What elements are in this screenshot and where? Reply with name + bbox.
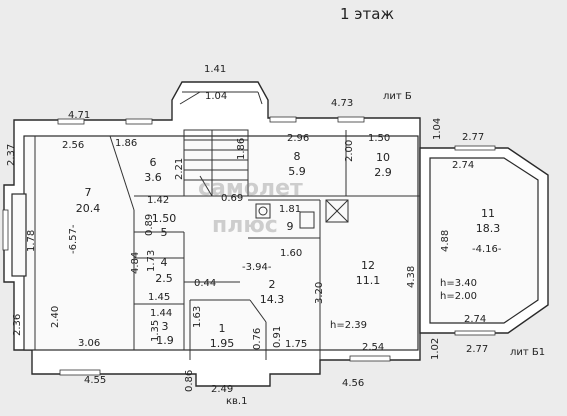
dim: -6.57-: [68, 224, 79, 254]
partitions: [34, 130, 420, 360]
dim: 1.04: [205, 91, 227, 102]
watermark-line1: самолет: [198, 176, 303, 201]
wing-label-b1: лит Б1: [510, 347, 545, 358]
dim: 4.38: [406, 266, 417, 288]
staircase: [183, 129, 249, 197]
window: [454, 145, 496, 151]
room-2-number: 2: [269, 278, 276, 291]
room-7-number: 7: [85, 186, 92, 199]
dim: 1.35: [150, 320, 161, 342]
dim: 1.41: [204, 64, 226, 75]
dim: 2.74: [452, 160, 474, 171]
window: [349, 355, 391, 362]
bathroom-fixtures: [255, 199, 349, 229]
dim: 1.50: [368, 133, 390, 144]
room-7-area: 20.4: [76, 202, 101, 215]
room-5-area: 1.50: [152, 212, 177, 225]
room-11-number: 11: [481, 207, 495, 220]
apartment-label: кв.1: [226, 396, 247, 407]
wing-label-b: лит Б: [383, 91, 412, 102]
dim: 2.00: [344, 140, 355, 162]
dim: 1.44: [150, 308, 172, 319]
ceiling-height-b1-a: h=3.40: [440, 278, 477, 289]
room-12-number: 12: [361, 259, 375, 272]
room-5-number: 5: [161, 226, 168, 239]
room-1-number: 1: [219, 322, 226, 335]
room-12-area: 11.1: [356, 274, 381, 287]
room-10-number: 10: [376, 151, 390, 164]
dim: 0.86: [184, 370, 195, 392]
dim: 1.42: [147, 195, 169, 206]
room-11-area: 18.3: [476, 222, 501, 235]
room-3-number: 3: [162, 320, 169, 333]
room-labels: 7 20.4 6 3.6 1.50 5 4 2.5 3 1.9 2 14.3 1…: [76, 150, 501, 350]
dim: 1.02: [430, 338, 441, 360]
dim: 1.78: [26, 230, 37, 252]
room-4-area: 2.5: [155, 272, 173, 285]
dim: 4.88: [440, 230, 451, 252]
dim: 0.89: [144, 214, 155, 236]
room-9-area: 1.81: [279, 204, 301, 215]
dim: 2.74: [464, 314, 486, 325]
window: [125, 118, 153, 125]
floor-title: 1 этаж: [340, 5, 394, 23]
room-8-number: 8: [294, 150, 301, 163]
dim: 0.69: [221, 193, 243, 204]
dim: 1.45: [148, 292, 170, 303]
dim: 1.04: [432, 118, 443, 140]
dim: 2.77: [466, 344, 488, 355]
window: [337, 116, 365, 123]
watermark-line2: плюс: [212, 213, 278, 238]
dim: 2.21: [174, 158, 185, 180]
window: [57, 118, 85, 125]
left-niche: [11, 193, 27, 277]
dim: 3.20: [314, 282, 325, 304]
dim: 4.55: [84, 375, 106, 386]
room-1-area: 1.95: [210, 337, 235, 350]
dim: 4.73: [331, 98, 353, 109]
dim: 2.96: [287, 133, 309, 144]
dim: 1.86: [236, 138, 247, 160]
ceiling-height-b1-b: h=2.00: [440, 291, 477, 302]
room-10-area: 2.9: [374, 166, 392, 179]
dim: 2.49: [211, 384, 233, 395]
window: [269, 116, 297, 123]
dim: 2.37: [6, 144, 17, 166]
room-8-area: 5.9: [288, 165, 306, 178]
dim: 4.84: [130, 252, 141, 274]
dim: -4.16-: [472, 244, 502, 255]
bay-window-top: [179, 91, 263, 105]
room-2-area: 14.3: [260, 293, 285, 306]
dim: 1.63: [192, 306, 203, 328]
ceiling-height-main: h=2.39: [330, 320, 367, 331]
room-6-number: 6: [150, 156, 157, 169]
window: [59, 369, 101, 376]
window: [454, 330, 496, 336]
dim: 2.77: [462, 132, 484, 143]
dim: 0.91: [272, 326, 283, 348]
main-floor: [23, 135, 419, 351]
dim: 2.56: [62, 140, 84, 151]
window: [2, 209, 9, 251]
room-3-area: 1.9: [156, 334, 174, 347]
room-4-number: 4: [161, 256, 168, 269]
dim: 1.86: [115, 138, 137, 149]
dim: -3.94-: [242, 262, 272, 273]
dim: 3.06: [78, 338, 100, 349]
dim: 0.76: [252, 328, 263, 350]
dim: 1.75: [285, 339, 307, 350]
room-11-floor: [429, 157, 539, 324]
dimension-labels: 1.41 1.04 4.71 4.73 1.86 2.56 2.37 2.96 …: [6, 64, 502, 395]
dim: 2.36: [12, 314, 23, 336]
room-6-area: 3.6: [144, 171, 162, 184]
room-9-number: 9: [287, 220, 294, 233]
dim: 1.73: [146, 250, 157, 272]
dim: 2.40: [50, 306, 61, 328]
dim: 4.71: [68, 110, 90, 121]
dim: 2.54: [362, 342, 384, 353]
dim: 0.44: [194, 278, 216, 289]
dim: 1.60: [280, 248, 302, 259]
dim: 4.56: [342, 378, 364, 389]
